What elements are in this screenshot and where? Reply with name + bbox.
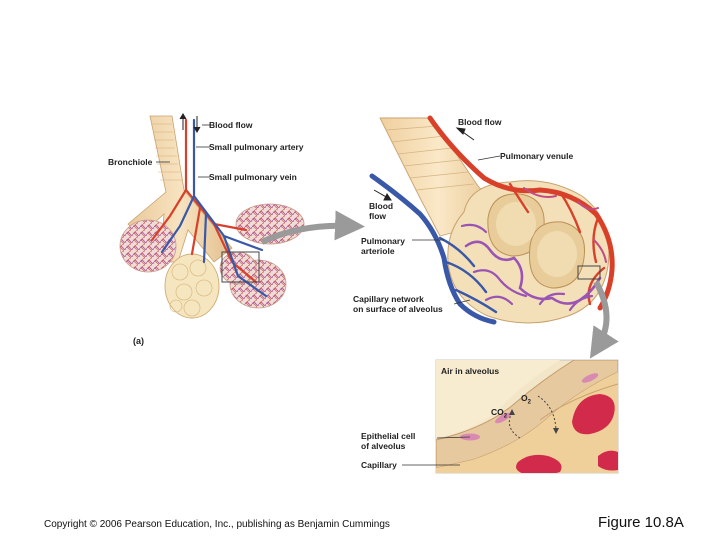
label-co2: CO2: [491, 407, 508, 420]
pulmonary-vessels-a: [150, 118, 268, 298]
label-o2: O2: [521, 393, 531, 406]
panel-a-diagram: [119, 113, 305, 319]
copyright-notice: Copyright © 2006 Pearson Education, Inc.…: [44, 519, 390, 530]
label-pulmonary-venule: Pulmonary venule: [500, 151, 574, 161]
label-blood-flow-a: Blood flow: [209, 120, 253, 130]
red-blood-cell: [516, 454, 562, 473]
label-pulmonary-arteriole: Pulmonary arteriole: [361, 236, 405, 256]
co2-text: CO: [491, 407, 504, 417]
zoom-arrow-a-to-b: [260, 210, 365, 245]
o2-text: O: [521, 393, 528, 403]
label-capillary-network: Capillary network on surface of alveolus: [353, 294, 443, 314]
label-epithelial-cell: Epithelial cell of alveolus: [361, 431, 416, 451]
zoom-arrow-b-to-c: [589, 280, 619, 359]
label-small-pulmonary-vein: Small pulmonary vein: [209, 172, 297, 182]
zoom-box-b: [577, 265, 601, 280]
label-blood-flow-b-top: Blood flow: [458, 117, 502, 127]
alveolar-sac-cluster: [119, 203, 305, 319]
label-air-in-alveolus: Air in alveolus: [441, 366, 500, 376]
co2-subscript: 2: [503, 413, 508, 420]
red-blood-cell: [598, 450, 618, 471]
label-small-pulmonary-artery: Small pulmonary artery: [209, 142, 304, 152]
label-capillary: Capillary: [361, 460, 397, 470]
pulmonary-vessels-b: [369, 115, 615, 325]
figure-title: Figure 10.8A: [598, 514, 684, 531]
panel-b-diagram: [369, 115, 615, 325]
panel-a-letter: (a): [133, 336, 144, 346]
label-bronchiole: Bronchiole: [108, 157, 153, 167]
red-blood-cell: [572, 394, 615, 435]
panel-c-diagram: [402, 359, 619, 474]
o2-subscript: 2: [527, 399, 531, 406]
label-blood-flow-b-left: Blood flow: [369, 201, 394, 221]
zoom-box-a: [221, 251, 260, 283]
